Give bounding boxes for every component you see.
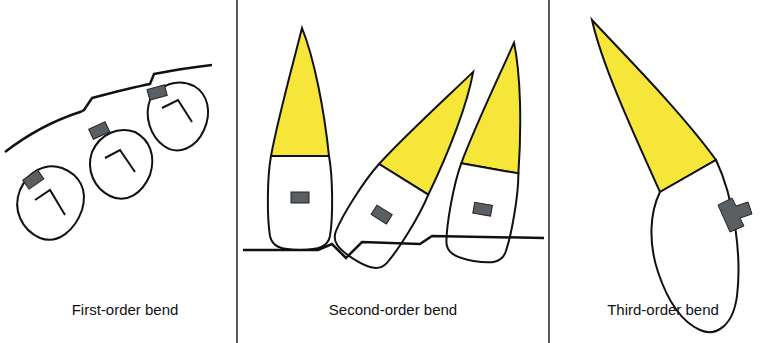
- archwire: [243, 236, 544, 258]
- divider: [236, 0, 238, 343]
- panel-caption: Second-order bend: [329, 301, 457, 318]
- panel-caption: First-order bend: [72, 301, 179, 318]
- first-order-teeth: [5, 65, 212, 240]
- bracket: [718, 198, 752, 232]
- panel-caption: Third-order bend: [607, 301, 719, 318]
- third-order-tooth: [592, 20, 752, 332]
- second-order-teeth: [243, 28, 544, 276]
- divider: [548, 0, 550, 343]
